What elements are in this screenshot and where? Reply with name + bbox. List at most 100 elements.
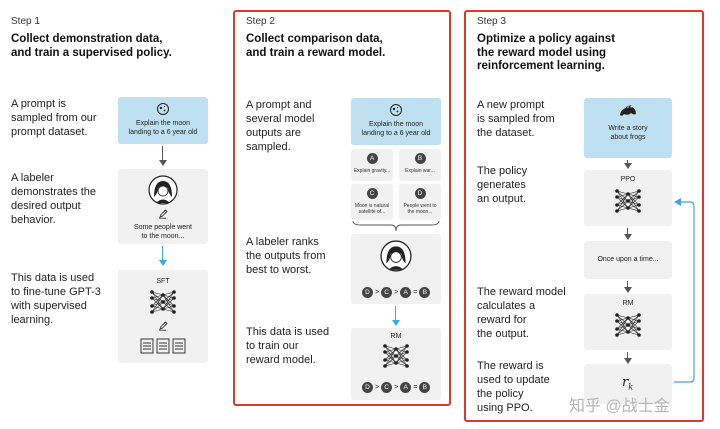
- arrow-head: [623, 287, 632, 293]
- step3-output-text: Once upon a time...: [597, 256, 659, 263]
- desc-line: best to worst.: [246, 264, 312, 276]
- step2-desc-train: This data is used to train our reward mo…: [246, 325, 329, 367]
- desc-line: demonstrates the: [11, 186, 96, 198]
- desc-line: A new prompt: [477, 99, 545, 111]
- output-letter: D: [414, 188, 426, 199]
- desc-line: desired output: [11, 200, 81, 212]
- step2-title-line1: Collect comparison data,: [246, 33, 383, 45]
- step3-label: Step 3: [477, 16, 506, 27]
- step3-panel: Step 3 Optimize a policy against the rew…: [464, 10, 704, 422]
- prompt-line: landing to a 6 year old: [128, 129, 198, 136]
- desc-line: A labeler: [11, 172, 54, 184]
- arrow-head: [623, 234, 632, 240]
- step3-title: Optimize a policy against the reward mod…: [477, 33, 615, 74]
- desc-line: The policy: [477, 165, 528, 177]
- desc-line: using PPO.: [477, 402, 533, 414]
- step2-title-line2: and train a reward model.: [246, 46, 386, 59]
- output-text: Explain war...: [405, 168, 435, 174]
- brace-icon: [352, 220, 440, 232]
- ranking-row: D > C > A = B: [362, 382, 431, 393]
- step3-output-box: Once upon a time...: [584, 241, 672, 279]
- desc-line: generates: [477, 179, 526, 191]
- desc-line: to train our: [246, 340, 299, 352]
- neural-network-icon: [150, 290, 176, 314]
- rank-letter: B: [419, 382, 431, 393]
- arrow: [627, 352, 629, 360]
- step3-prompt-box: Write a story about frogs: [584, 98, 672, 158]
- arrow: [627, 228, 629, 236]
- step3-rm-box: RM: [584, 294, 672, 350]
- step3-title-line1: Optimize a policy against: [477, 33, 616, 45]
- moon-icon: [390, 104, 402, 116]
- rank-op: >: [394, 384, 399, 391]
- prompt-line: Explain the moon: [135, 120, 191, 127]
- step1-title-line2: and train a supervised policy.: [11, 46, 172, 59]
- step3-desc-prompt: A new prompt is sampled from the dataset…: [477, 98, 555, 140]
- desc-line: prompt dataset.: [11, 126, 88, 138]
- rm-model-label: RM: [622, 300, 634, 307]
- desc-line: The reward model: [477, 286, 566, 298]
- prompt-line: Write a story: [608, 125, 648, 132]
- output-letter: C: [366, 188, 378, 199]
- documents-icon: [140, 338, 186, 354]
- step2-panel: Step 2 Collect comparison data, and trai…: [233, 10, 451, 406]
- desc-line: reward for: [477, 314, 527, 326]
- step1-desc-finetune: This data is used to fine-tune GPT-3 wit…: [11, 271, 101, 327]
- sft-model-label: SFT: [156, 278, 170, 285]
- rank-letter: C: [381, 382, 393, 393]
- output-text: Explain gravity...: [353, 168, 391, 174]
- step2-prompt-text: Explain the moon landing to a 6 year old: [351, 120, 441, 138]
- step3-desc-reward: The reward model calculates a reward for…: [477, 285, 566, 341]
- prompt-line: about frogs: [610, 134, 646, 141]
- neural-network-icon: [383, 344, 409, 368]
- arrow-head: [158, 160, 167, 166]
- desc-line: behavior.: [11, 214, 56, 226]
- reward-subscript: k: [628, 382, 634, 392]
- moon-icon: [157, 103, 169, 115]
- arrow-head: [391, 320, 400, 326]
- desc-line: an output.: [477, 193, 526, 205]
- desc-line: A labeler ranks: [246, 236, 319, 248]
- rank-op: >: [375, 384, 380, 391]
- arrow: [162, 146, 164, 162]
- output-card-c: C Moon is natural satellite of...: [351, 184, 393, 220]
- desc-line: sampled.: [246, 141, 291, 153]
- output-letter: A: [366, 153, 378, 164]
- step2-desc-sample: A prompt and several model outputs are s…: [246, 98, 314, 154]
- desc-line: with supervised: [11, 300, 87, 312]
- step3-desc-policy: The policy generates an output.: [477, 164, 527, 206]
- step2-label: Step 2: [246, 16, 275, 27]
- step3-prompt-text: Write a story about frogs: [584, 124, 672, 142]
- step2-desc-rank: A labeler ranks the outputs from best to…: [246, 235, 326, 277]
- ranking-row: D > C > A = B: [362, 287, 431, 298]
- step1-title: Collect demonstration data, and train a …: [11, 33, 172, 60]
- desc-line: the outputs from: [246, 250, 326, 262]
- step1-prompt-box: Explain the moon landing to a 6 year old: [118, 97, 208, 144]
- prompt-line: landing to a 6 year old: [361, 130, 431, 137]
- step1-desc-prompt: A prompt is sampled from our prompt data…: [11, 97, 97, 139]
- arrow: [395, 306, 397, 322]
- desc-line: to fine-tune GPT-3: [11, 286, 101, 298]
- output-card-b: B Explain war...: [399, 149, 441, 181]
- rank-op: >: [394, 289, 399, 296]
- pencil-icon: [159, 209, 168, 219]
- arrow: [627, 281, 629, 289]
- rank-letter: A: [400, 287, 412, 298]
- desc-line: reward model.: [246, 354, 316, 366]
- step1-title-line1: Collect demonstration data,: [11, 33, 163, 45]
- desc-line: learning.: [11, 314, 54, 326]
- arrow: [162, 246, 164, 262]
- desc-line: the dataset.: [477, 127, 535, 139]
- desc-line: is sampled from: [477, 113, 555, 125]
- step1-demo-text: Some people went to the moon...: [118, 223, 208, 241]
- rank-op: =: [413, 384, 418, 391]
- step1-panel: Step 1 Collect demonstration data, and t…: [0, 0, 226, 429]
- desc-line: A prompt and: [246, 99, 312, 111]
- rank-letter: B: [419, 287, 431, 298]
- labeler-avatar-icon: [148, 175, 178, 205]
- desc-line: sampled from our: [11, 112, 97, 124]
- step2-rm-box: RM D > C > A = B: [351, 328, 441, 400]
- step1-desc-labeler: A labeler demonstrates the desired outpu…: [11, 171, 96, 227]
- step3-ppo-box: PPO: [584, 170, 672, 226]
- neural-network-icon: [615, 189, 641, 213]
